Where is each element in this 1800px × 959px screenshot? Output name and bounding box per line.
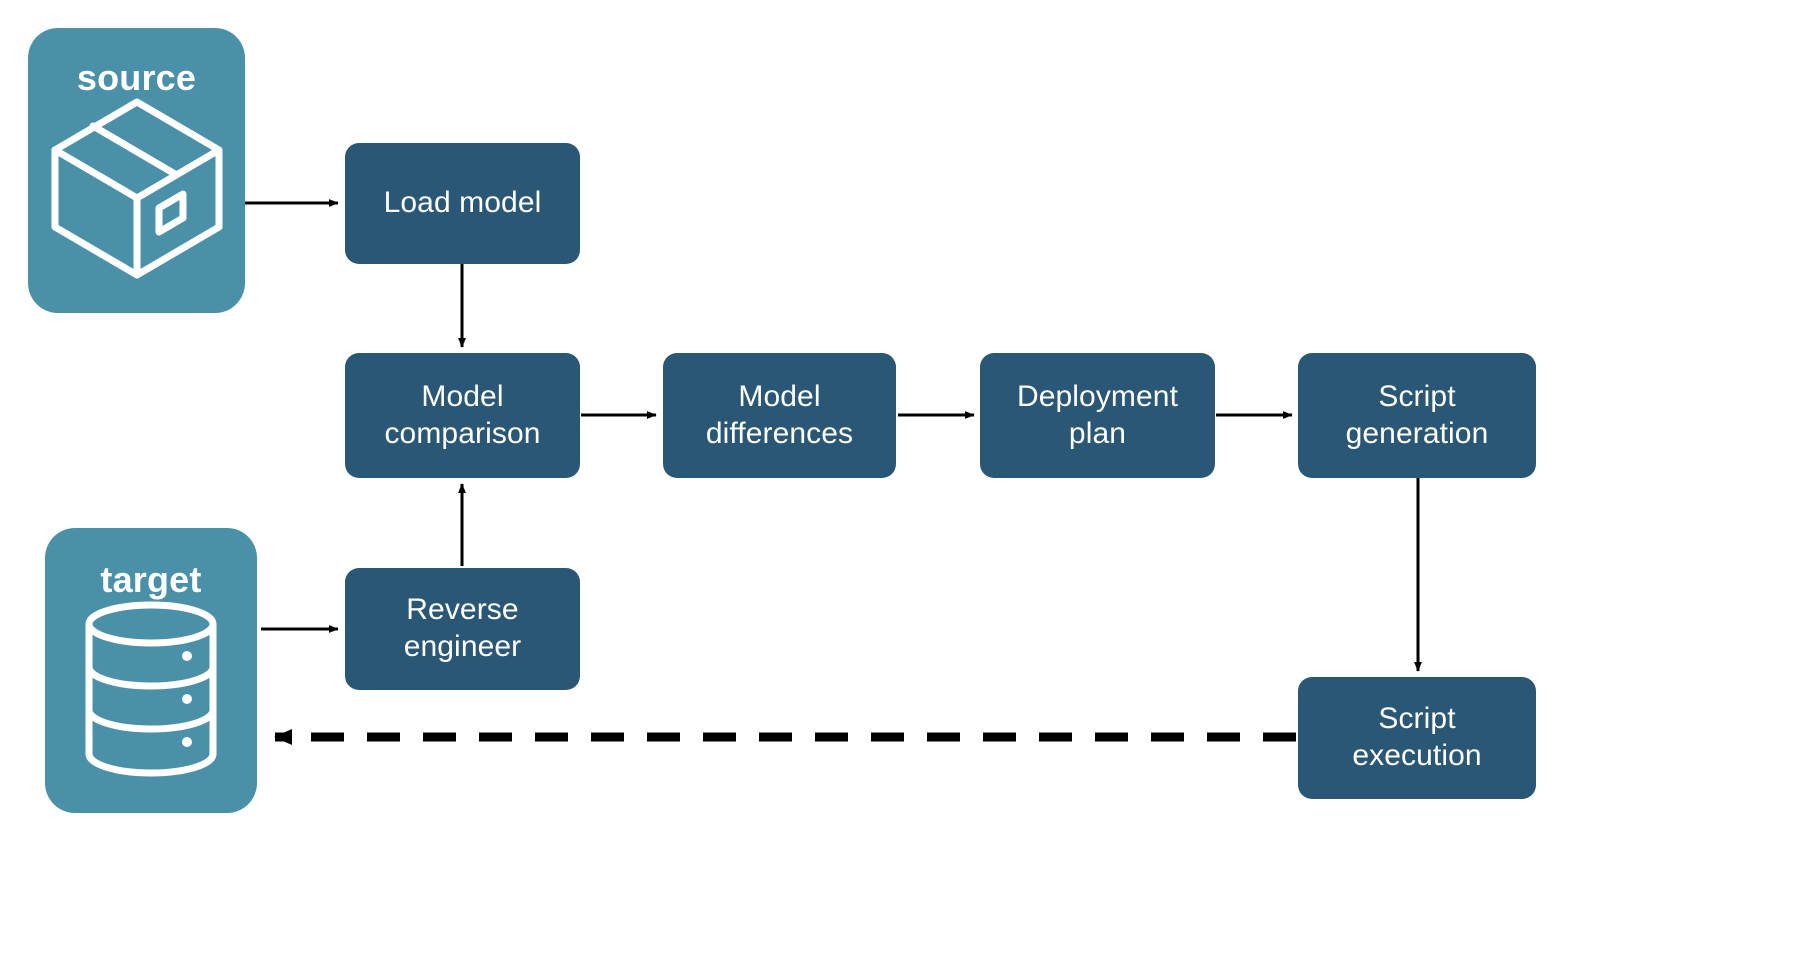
step-reverse-engineer-label: Reverse engineer (403, 593, 522, 663)
step-script-generation[interactable]: Script generation (1298, 353, 1536, 478)
step-deployment-plan[interactable]: Deployment plan (980, 353, 1215, 478)
step-model-comparison-label: Model comparison (384, 379, 541, 450)
step-script-execution-label: Script execution (1352, 702, 1482, 772)
step-script-generation-label: Script generation (1345, 379, 1489, 450)
endpoint-target[interactable]: target (45, 528, 257, 813)
endpoint-source-label: source (76, 57, 197, 98)
step-load-model[interactable]: Load model (345, 143, 580, 264)
step-model-comparison[interactable]: Model comparison (345, 353, 580, 478)
endpoint-target-label: target (100, 558, 202, 600)
endpoint-source[interactable]: source (28, 28, 245, 313)
step-deployment-plan-label: Deployment plan (1016, 379, 1179, 450)
database-cylinder-icon (81, 598, 221, 780)
step-reverse-engineer[interactable]: Reverse engineer (345, 568, 580, 690)
step-model-differences-label: Model differences (705, 379, 854, 450)
step-model-differences[interactable]: Model differences (663, 353, 896, 478)
step-load-model-label: Load model (383, 186, 542, 220)
package-box-icon (47, 96, 227, 281)
step-script-execution[interactable]: Script execution (1298, 677, 1536, 799)
